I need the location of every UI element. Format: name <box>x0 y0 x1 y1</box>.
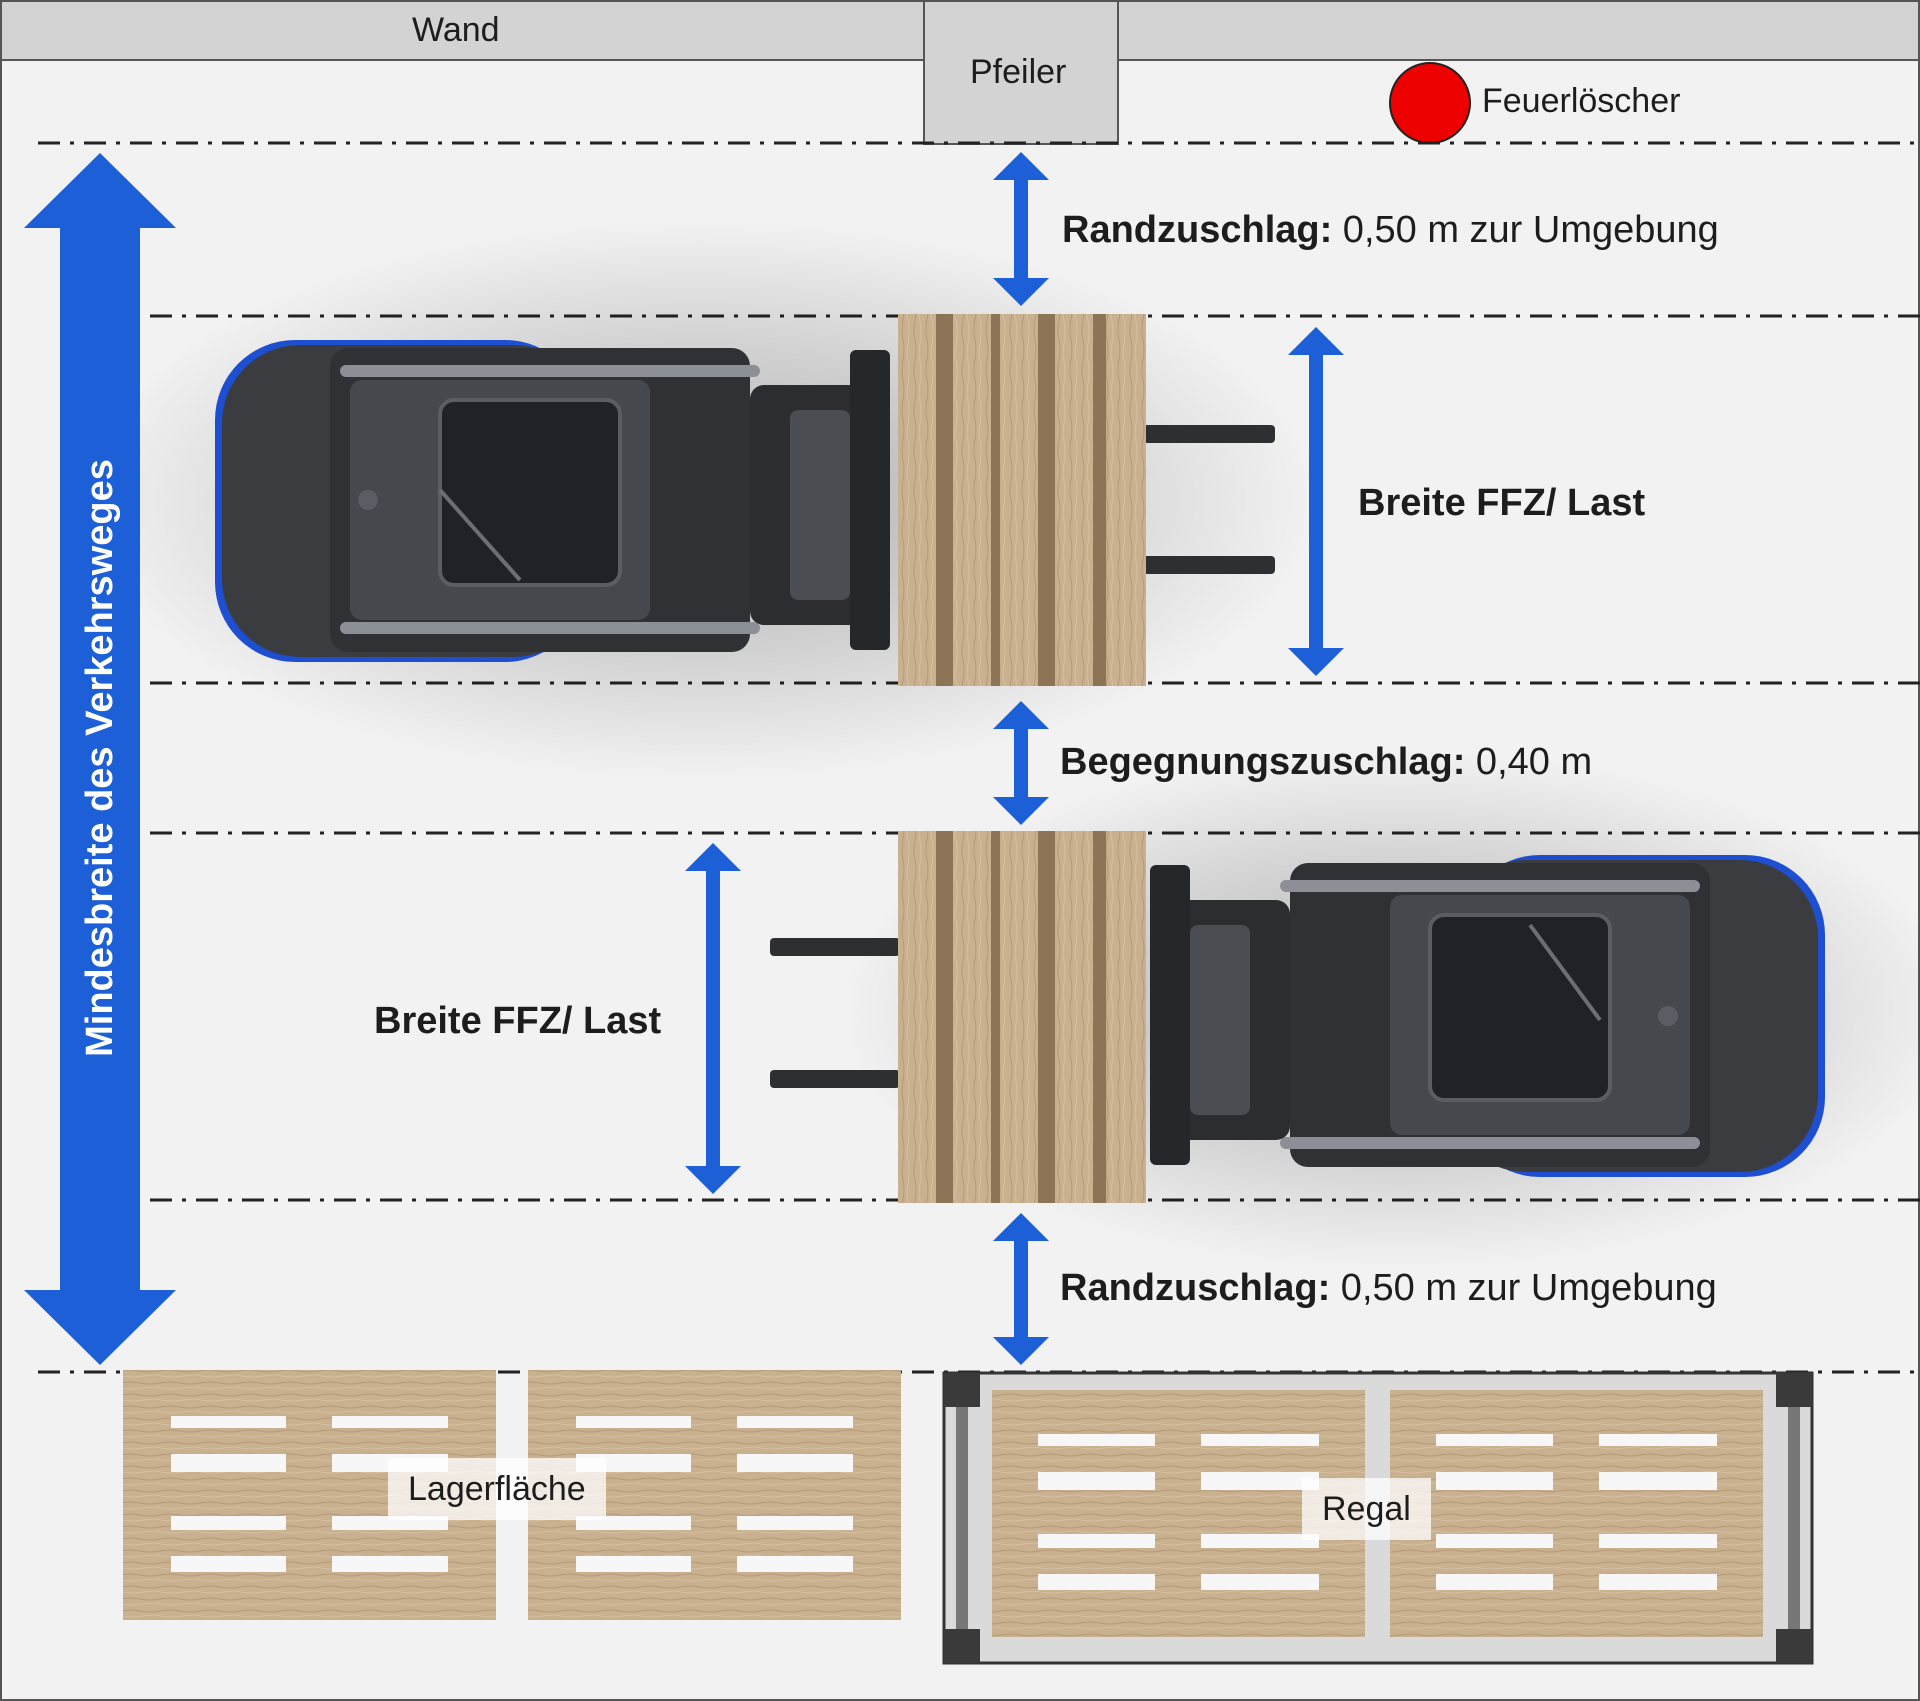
meet-value: 0,40 m <box>1465 741 1593 783</box>
width-top-label: Breite FFZ/ Last <box>1358 482 1646 524</box>
meet-annotation: Begegnungszuschlag: 0,40 m <box>1060 743 1592 781</box>
pillar-label: Pfeiler <box>970 53 1067 91</box>
min-width-label: Mindesbreite des Verkehrsweges <box>79 459 121 1057</box>
rack-pallet-1 <box>992 1390 1365 1637</box>
width-bottom-arrow <box>685 843 741 1194</box>
edge-bottom-annotation: Randzuschlag: 0,50 m zur Umgebung <box>1060 1269 1717 1307</box>
storage-area <box>123 1370 901 1620</box>
edge-top-value: 0,50 m zur Umgebung <box>1332 209 1719 251</box>
meet-arrow <box>993 701 1049 825</box>
forklift-bottom-icon <box>770 855 1825 1177</box>
edge-top-arrow <box>993 152 1049 306</box>
pillar <box>923 0 1119 145</box>
pallet-bottom-icon <box>898 831 1146 1203</box>
width-top-arrow <box>1288 327 1344 676</box>
extinguisher-icon <box>1389 62 1471 144</box>
wall-label: Wand <box>412 11 500 49</box>
edge-top-title: Randzuschlag: <box>1062 209 1333 251</box>
edge-bottom-value: 0,50 m zur Umgebung <box>1330 1267 1717 1309</box>
meet-title: Begegnungszuschlag: <box>1060 741 1466 783</box>
rack-label: Regal <box>1302 1478 1431 1540</box>
width-bottom-annotation: Breite FFZ/ Last <box>374 1002 661 1040</box>
edge-top-annotation: Randzuschlag: 0,50 m zur Umgebung <box>1062 211 1719 249</box>
forklift-top-icon <box>215 340 1275 662</box>
dimension-arrows <box>24 152 1344 1365</box>
extinguisher-label: Feuerlöscher <box>1482 82 1681 120</box>
rack-pallet-2 <box>1390 1390 1763 1637</box>
width-bottom-label: Breite FFZ/ Last <box>374 1000 662 1042</box>
width-top-annotation: Breite FFZ/ Last <box>1358 484 1645 522</box>
storage-pallet-2 <box>528 1370 901 1620</box>
edge-bottom-arrow <box>993 1213 1049 1365</box>
pallet-top-icon <box>898 314 1146 686</box>
edge-bottom-title: Randzuschlag: <box>1060 1267 1331 1309</box>
min-width-arrow <box>24 153 176 1365</box>
storage-label: Lagerfläche <box>388 1458 606 1520</box>
